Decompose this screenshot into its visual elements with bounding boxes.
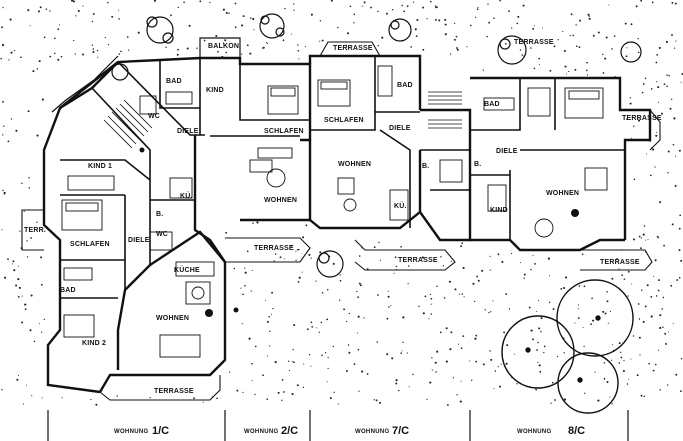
label-schlafen-2c: SCHLAFEN [264,128,304,135]
label-diele-7c: DIELE [389,125,411,132]
tree-top-far-right [111,35,642,81]
unit-7c-number: 7/C [392,425,409,437]
label-bad-1: BAD [166,78,182,85]
tree-bottom-right [501,279,634,414]
unit-2c-number: 2/C [281,425,298,437]
plants [139,147,579,317]
unit-8c: WOHNUNG 8/C [517,425,585,437]
label-wohnen-7c: WOHNEN [338,161,371,168]
unit-7c-label: WOHNUNG [355,429,389,435]
label-kind-2c: KIND [206,87,224,94]
unit-7c: WOHNUNG 7/C [355,425,409,437]
tree-top-mid [259,13,285,39]
label-diele-8c: DIELE [496,148,518,155]
label-wohnen-2c: WOHNEN [264,197,297,204]
label-ku-2c: KÜ. [180,191,193,200]
label-kind-8c: KIND [490,207,508,214]
unit-2c: WOHNUNG 2/C [244,425,298,437]
label-bad-1c: BAD [60,287,76,294]
room-labels: BALKON TERRASSE TERRASSE BAD KIND WC DIE… [24,39,662,395]
unit-strip: WOHNUNG 1/C WOHNUNG 2/C WOHNUNG 7/C WOHN… [47,410,629,441]
tree-middle [316,250,344,278]
label-kueche-1c: KÜCHE [174,265,200,274]
label-terrasse-mid: TERRASSE [254,245,294,252]
label-diele-1: DIELE [177,128,199,135]
label-terrasse-top-left: TERRASSE [333,45,373,52]
label-terr-left: TERR. [24,227,46,234]
label-b-1c: B. [156,211,163,218]
unit-8c-label: WOHNUNG [517,429,551,435]
unit-8c-number: 8/C [568,425,585,437]
unit-1c-label: WOHNUNG [114,429,148,435]
furniture [61,65,608,358]
ground-stipple [0,0,683,406]
label-ku-7c: KÜ. [394,201,407,210]
label-balkon: BALKON [208,43,239,50]
label-wohnen-8c: WOHNEN [546,190,579,197]
unit-1c-number: 1/C [152,425,169,437]
label-schlafen-7c: SCHLAFEN [324,117,364,124]
unit-1c: WOHNUNG 1/C [114,425,169,437]
label-bad-7c: BAD [397,82,413,89]
label-diele-1c: DIELE [128,237,150,244]
label-schlafen-1c: SCHLAFEN [70,241,110,248]
label-terrasse-7c: TERRASSE [398,257,438,264]
tree-top-right [388,18,412,42]
label-bad-8c: BAD [484,101,500,108]
label-terrasse-bottom: TERRASSE [154,388,194,395]
unit-2c-label: WOHNUNG [244,429,278,435]
label-kind2-1c: KIND 2 [82,340,106,347]
label-wohnen-1c: WOHNEN [156,315,189,322]
label-kind-1: KIND 1 [88,163,112,170]
label-wc-1: WC [148,113,160,120]
tree-top-left [146,16,174,44]
label-terrasse-right: TERRASSE [622,115,662,122]
label-terrasse-8c: TERRASSE [600,259,640,266]
walls [21,37,661,401]
label-b-8c: B. [474,161,481,168]
label-terrasse-top-right: TERRASSE [514,39,554,46]
label-b-7c: B. [422,163,429,170]
label-wc-1c: WC [156,231,168,238]
trees [111,13,642,414]
